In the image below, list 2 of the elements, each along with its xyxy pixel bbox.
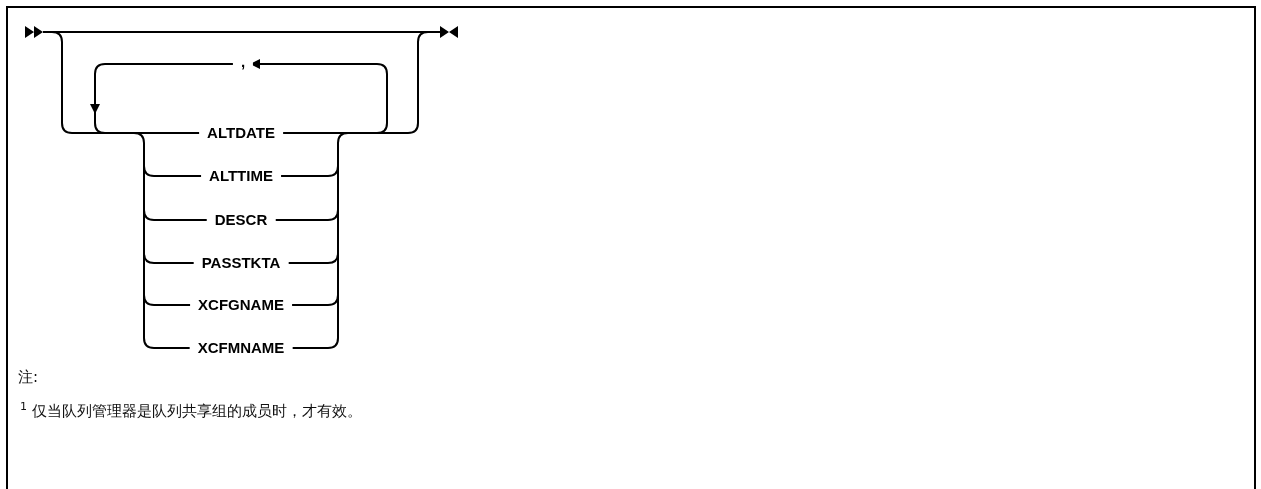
notes-heading: 注: <box>18 368 39 387</box>
footnote-text: $^{1}$ 仅当队列管理器是队列共享组的成员时，才有效。 <box>20 400 362 421</box>
